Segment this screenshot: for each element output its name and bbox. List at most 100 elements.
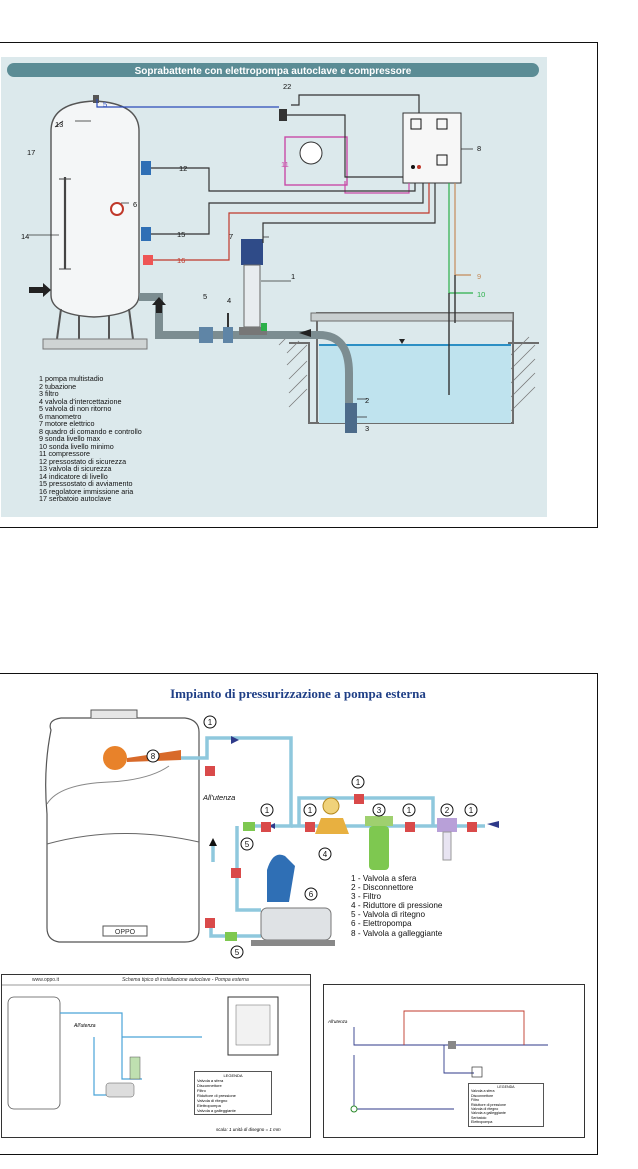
callout-10: 10 bbox=[477, 290, 485, 299]
pump-motor-cover bbox=[267, 854, 295, 902]
thumb-legend: LEGENDA Valvola a sfera Disconnettore Fi… bbox=[194, 1071, 272, 1115]
callout-5: 5 bbox=[235, 948, 240, 957]
ground-hatching bbox=[278, 334, 536, 412]
legend-item: 1 pompa multistadio bbox=[39, 374, 104, 383]
utenza-label: All'utenza bbox=[202, 793, 235, 802]
external-pump-diagram-frame: Impianto di pressurizzazione a pompa est… bbox=[0, 673, 598, 1155]
compressor-gauge bbox=[299, 141, 323, 165]
thumb2-legend-item: Riduttore di pressione bbox=[471, 1102, 506, 1107]
thumb2-legend-item: Disconnettore bbox=[471, 1093, 494, 1098]
diagram-title: Soprabattente con elettropompa autoclave… bbox=[135, 66, 412, 77]
thumb2-legend-item: Valvola di ritegno bbox=[471, 1107, 499, 1112]
thumb-site: www.oppo.it bbox=[32, 977, 59, 983]
callout-11: 11 bbox=[281, 160, 289, 169]
legend-item: 8 - Valvola a galleggiante bbox=[351, 928, 443, 938]
legend-item: 9 sonda livello max bbox=[39, 434, 101, 443]
thumb2-legend: LEGENDA Valvola a sfera Disconnettore Fi… bbox=[468, 1083, 544, 1127]
check-valve bbox=[225, 932, 237, 941]
legend-item: 2 tubazione bbox=[39, 381, 77, 391]
callout-8: 8 bbox=[477, 144, 481, 153]
thumb-heading: Schema tipico di installazione autoclave… bbox=[122, 977, 249, 983]
water-level-marker bbox=[399, 339, 405, 344]
legend-item: 16 regolatore immissione aria bbox=[39, 486, 134, 496]
bottom-legend: 1 - Valvola a sfera 2 - Disconnettore 3 … bbox=[351, 874, 442, 938]
callout-4: 4 bbox=[323, 850, 328, 859]
thumb2-legend-item: Valvola a sfera bbox=[471, 1089, 495, 1094]
water-tank bbox=[45, 717, 200, 943]
multistage-pump bbox=[243, 264, 261, 328]
callout-13: 13 bbox=[55, 120, 63, 129]
thumb-legend-item: Elettropompa bbox=[197, 1103, 221, 1108]
legend-item: 17 serbatoio autoclave bbox=[39, 494, 112, 503]
thumb-utenza: All'utenza bbox=[74, 1023, 96, 1029]
tank-logo-box bbox=[102, 925, 148, 937]
callout-14: 14 bbox=[21, 232, 29, 241]
legend-item: 7 motore elettrico bbox=[39, 419, 95, 428]
thumb-legend-item: Valvola a sfera bbox=[197, 1078, 224, 1083]
pipework-schema-thumbnail: All'utenza LEGENDA Valvola a sfera Disco… bbox=[323, 984, 585, 1138]
float-ball bbox=[103, 746, 127, 770]
legend-item: 15 pressostato di avviamento bbox=[39, 479, 133, 488]
check-valve bbox=[243, 822, 255, 831]
compressor-box bbox=[284, 136, 348, 186]
thumb-scale: scala: 1 unità di disegno = 1 mm bbox=[216, 1127, 281, 1132]
legend-item: 11 compressore bbox=[39, 449, 90, 458]
callout-3: 3 bbox=[377, 806, 382, 815]
callout-17: 17 bbox=[27, 148, 35, 157]
utenza-arrow bbox=[209, 838, 217, 846]
callout-9: 9 bbox=[477, 272, 481, 281]
thumb-legend-item: Disconnettore bbox=[197, 1083, 222, 1088]
filter-housing bbox=[369, 826, 389, 870]
callout-7: 7 bbox=[229, 232, 233, 241]
legend-item: 4 - Riduttore di pressione bbox=[351, 901, 443, 911]
callout-1: 1 bbox=[291, 272, 295, 281]
legend-item: 12 pressostato di sicurezza bbox=[39, 456, 127, 466]
tank-logo: OPPO bbox=[115, 929, 136, 936]
disconnector bbox=[437, 818, 457, 832]
thumb2-legend-title: LEGENDA bbox=[497, 1085, 515, 1089]
safety-valve bbox=[93, 95, 99, 103]
callout-12: 12 bbox=[179, 164, 187, 173]
thumb2-legend-item: Elettropompa bbox=[471, 1120, 493, 1125]
electric-motor bbox=[241, 239, 263, 265]
legend-item: 6 manometro bbox=[39, 411, 82, 421]
pressure-switch-12 bbox=[141, 161, 151, 175]
legend-item: 4 valvola d'intercettazione bbox=[39, 396, 122, 406]
legend-item: 3 - Filtro bbox=[351, 892, 382, 902]
thumb2-legend-item: Serbatoio bbox=[471, 1115, 487, 1120]
legend-item: 10 sonda livello minimo bbox=[39, 441, 114, 451]
ball-valves bbox=[205, 766, 477, 928]
top-legend: 1 pompa multistadio 2 tubazione 3 filtro… bbox=[39, 375, 142, 503]
legend-item: 3 filtro bbox=[39, 389, 59, 398]
legend-item: 5 valvola di non ritorno bbox=[39, 404, 112, 413]
installation-schema-thumbnail: www.oppo.it Schema tipico di installazio… bbox=[1, 974, 311, 1138]
callout-1: 1 bbox=[208, 718, 213, 727]
callout-6: 6 bbox=[309, 890, 314, 899]
callout-15: 15 bbox=[177, 230, 185, 239]
external-pump-diagram: OPPO bbox=[45, 709, 499, 959]
diagram-title: Impianto di pressurizzazione a pompa est… bbox=[170, 686, 426, 701]
legend-item: 2 - Disconnettore bbox=[351, 883, 414, 893]
gate-valve-4 bbox=[223, 313, 233, 343]
legend-item: 1 - Valvola a sfera bbox=[351, 874, 417, 883]
callout-1: 1 bbox=[308, 806, 313, 815]
thumb2-utenza: All'utenza bbox=[328, 1019, 348, 1024]
check-valve-5 bbox=[199, 327, 213, 343]
autoclave-tank bbox=[50, 100, 140, 318]
callout-2: 2 bbox=[365, 396, 369, 405]
callout-16: 16 bbox=[177, 256, 185, 265]
legend-item: 13 valvola di sicurezza bbox=[39, 464, 112, 473]
callout-1: 1 bbox=[469, 806, 474, 815]
thumb2-legend-item: Valvola a galleggiante bbox=[471, 1111, 506, 1116]
thumb-legend-title: LEGENDA bbox=[223, 1073, 243, 1078]
callout-5-top: 5 bbox=[103, 100, 107, 109]
callout-22: 22 bbox=[283, 82, 291, 91]
callout-1: 1 bbox=[407, 806, 412, 815]
callout-5: 5 bbox=[245, 840, 250, 849]
legend-item: 14 indicatore di livello bbox=[39, 471, 108, 481]
callout-3: 3 bbox=[365, 424, 369, 433]
callout-1: 1 bbox=[265, 806, 270, 815]
callout-4: 4 bbox=[227, 296, 231, 305]
air-regulator bbox=[143, 255, 153, 265]
tank-legs bbox=[56, 308, 134, 340]
